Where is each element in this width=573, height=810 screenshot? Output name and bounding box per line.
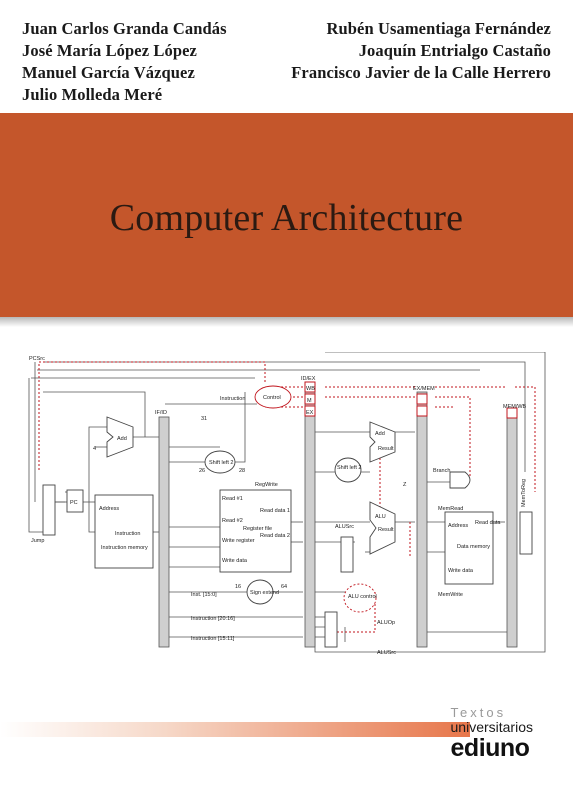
bits-64-label: 64 xyxy=(281,584,287,590)
author-name: Julio Molleda Meré xyxy=(22,85,163,104)
publisher-line-1: Textos xyxy=(450,705,507,720)
alu-result-label: Result xyxy=(378,527,394,533)
bits-16-label: 16 xyxy=(235,584,241,590)
shift-left-b-label: Shift left 2 xyxy=(337,465,361,471)
author-name: Francisco Javier de la Calle Herrero xyxy=(291,63,551,82)
publisher-line-2: universitarios xyxy=(450,719,533,735)
write-register-label: Write register xyxy=(222,538,255,544)
publisher-line-3: ediuno xyxy=(450,734,530,762)
pc-label: PC xyxy=(70,500,78,506)
data-write-data-label: Write data xyxy=(448,568,474,574)
register-file-label: Register file xyxy=(243,526,272,532)
sign-extend-label: Sign extend xyxy=(250,590,279,596)
bits-28-label: 28 xyxy=(239,468,245,474)
shift-left-label: Shift left 2 xyxy=(209,460,233,466)
authors-block: Juan Carlos Granda Candás José María Lóp… xyxy=(0,18,573,108)
if-id-label: IF/ID xyxy=(155,410,167,416)
instr-20-16-label: Instruction [20:16] xyxy=(191,616,235,622)
title-band xyxy=(0,113,573,327)
book-title: Computer Architecture xyxy=(109,197,464,239)
aluop-label: ALUOp xyxy=(377,620,395,626)
wb-label: WB xyxy=(306,386,315,392)
author-name: Joaquín Entrialgo Castaño xyxy=(358,41,551,60)
branch-label: Branch xyxy=(433,468,450,474)
ex-mem-label: EX/MEM xyxy=(413,386,435,392)
instruction-memory-label: Instruction memory xyxy=(101,545,148,551)
write-data-label: Write data xyxy=(222,558,248,564)
regwrite-label: RegWrite xyxy=(255,482,278,488)
regdst-label: ALUSrc xyxy=(377,650,396,656)
read-data-2-label: Read data 2 xyxy=(260,533,290,539)
instruction-wire-label: Instruction xyxy=(220,396,245,402)
bits-31-label: 31 xyxy=(201,416,207,422)
m-label: M xyxy=(307,398,312,404)
read2-label: Read #2 xyxy=(222,518,243,524)
data-read-data-label: Read data xyxy=(475,520,501,526)
alu-control-label: ALU control xyxy=(348,594,377,600)
read-data-1-label: Read data 1 xyxy=(260,508,290,514)
publisher-logo: Textos universitarios ediuno xyxy=(451,706,533,761)
address-label: Address xyxy=(99,506,119,512)
data-address-label: Address xyxy=(448,523,468,529)
author-name: Manuel García Vázquez xyxy=(22,63,195,82)
bits-26-label: 26 xyxy=(199,468,205,474)
author-name: Juan Carlos Granda Candás xyxy=(22,19,227,38)
add-result-label: Result xyxy=(378,446,394,452)
alusrc-label: ALUSrc xyxy=(335,524,354,530)
authors-right-column: Rubén Usamentiaga Fernández Joaquín Entr… xyxy=(291,18,551,84)
four-label: 4 xyxy=(93,446,96,452)
instr-mem-instruction-label: Instruction xyxy=(115,531,140,537)
memread-label: MemRead xyxy=(438,506,463,512)
add2-label: Add xyxy=(375,431,385,437)
authors-left-column: Juan Carlos Granda Candás José María Lóp… xyxy=(22,18,227,106)
publisher-accent-bar xyxy=(0,722,470,737)
memtoreg-label: MemToReg xyxy=(521,479,527,507)
pcsrc-label: PCSrc xyxy=(29,356,45,362)
instr-15-11-label: Instruction [15:11] xyxy=(191,636,235,642)
control-label: Control xyxy=(263,395,281,401)
mem-wb-label: MEM/WB xyxy=(503,404,527,410)
author-name: José María López López xyxy=(22,41,197,60)
ex-label: EX xyxy=(306,410,314,416)
data-memory-label: Data memory xyxy=(457,544,490,550)
alu-label: ALU xyxy=(375,514,386,520)
memwrite-label: MemWrite xyxy=(438,592,463,598)
jump-label: Jump xyxy=(31,538,44,544)
add-label: Add xyxy=(117,436,127,442)
zero-flag-label: Z xyxy=(403,482,407,488)
author-name: Rubén Usamentiaga Fernández xyxy=(326,19,551,38)
read1-label: Read #1 xyxy=(222,496,243,502)
inst-15-0-label: Inst. [15:0] xyxy=(191,592,217,598)
pipeline-datapath-diagram: PCSrc Jump PC Add 4 Instruction Address … xyxy=(28,352,546,656)
id-ex-label: ID/EX xyxy=(301,376,316,382)
